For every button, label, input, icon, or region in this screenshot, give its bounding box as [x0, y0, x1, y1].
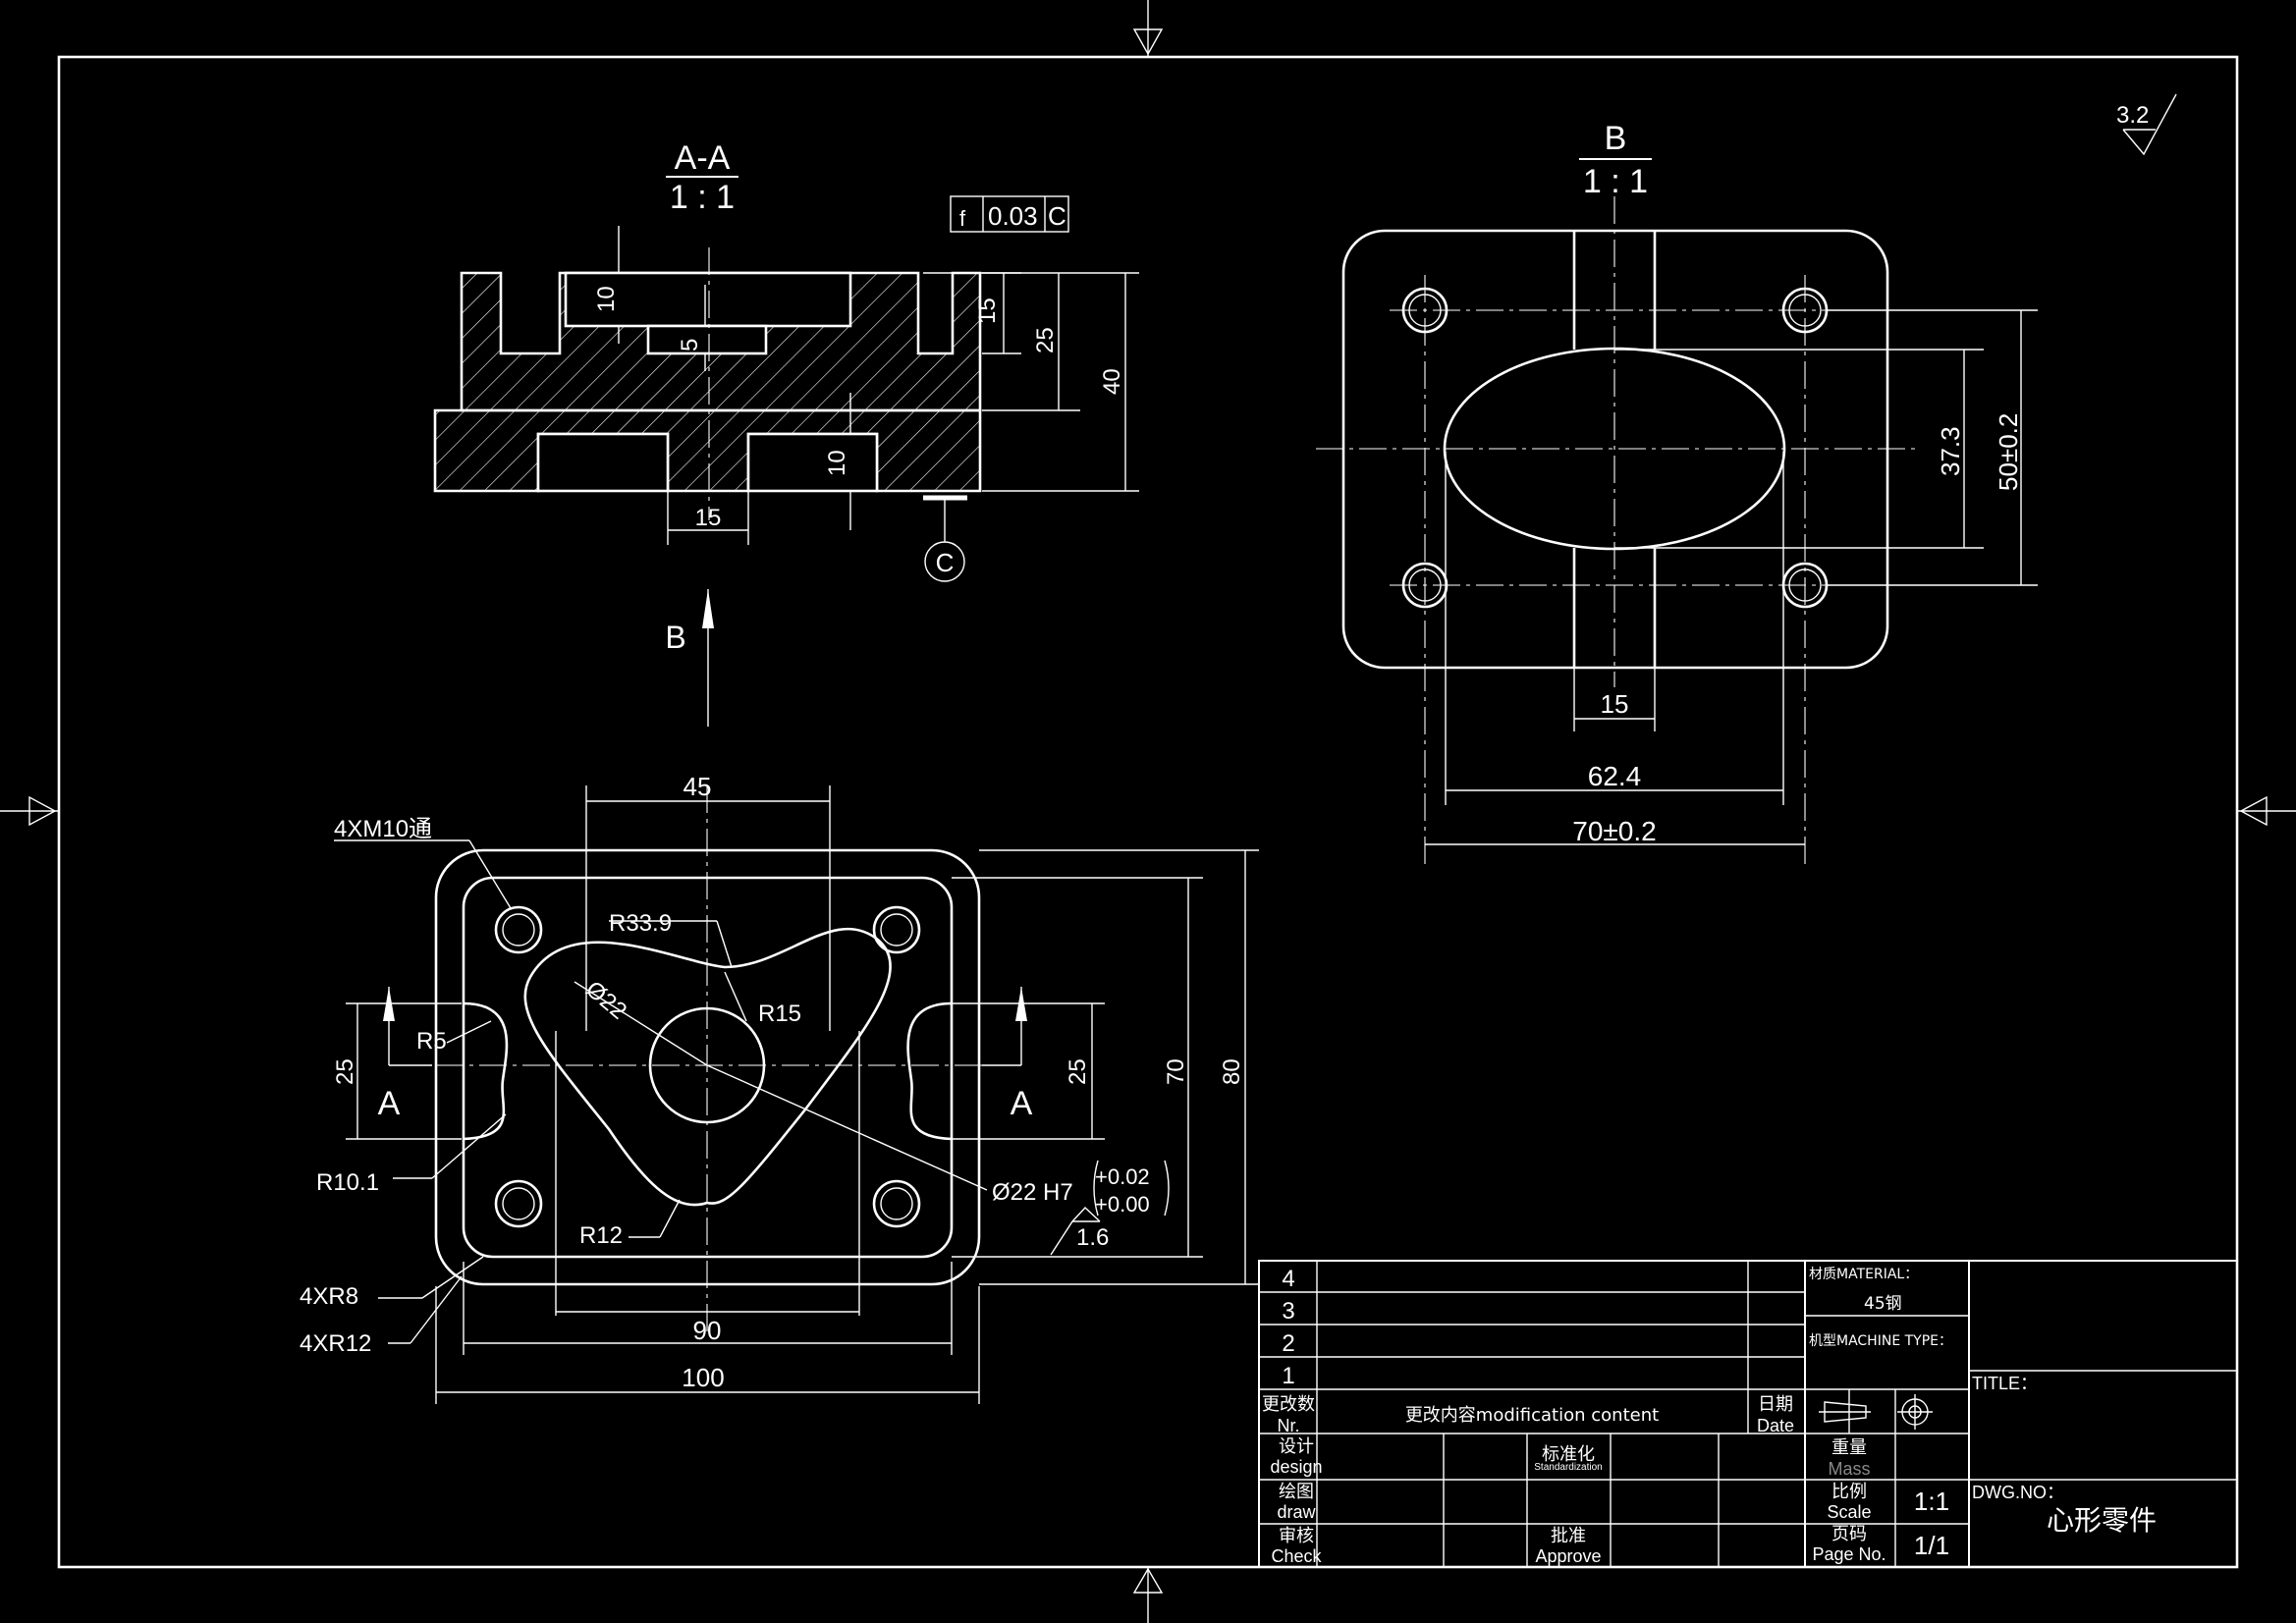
svg-text:日期: 日期: [1758, 1394, 1793, 1415]
dim-25-left: 25: [332, 1058, 358, 1085]
surface-roughness-general: 3.2: [2116, 93, 2177, 156]
dim-r15: R15: [758, 1001, 801, 1027]
svg-text:Mass: Mass: [1828, 1459, 1870, 1479]
svg-text:f: f: [959, 206, 966, 231]
dim-37-3: 37.3: [1936, 426, 1965, 476]
dim-45: 45: [683, 772, 712, 801]
dim-r8-corner: 4XR8: [300, 1283, 358, 1310]
plan-view: A A 45 4XM10通 R33.9 Ø22 R15 R5 25 25: [300, 772, 1259, 1404]
dim-tol-upper: +0.02: [1095, 1164, 1150, 1189]
svg-text:Standardization: Standardization: [1534, 1462, 1603, 1473]
projection-symbol: [1819, 1394, 1933, 1430]
view-b-title: B: [1605, 120, 1627, 157]
view-b-scale: 1 : 1: [1583, 163, 1648, 200]
svg-text:页码: 页码: [1831, 1524, 1867, 1544]
title-label: TITLE：: [1972, 1374, 2038, 1393]
dim-5: 5: [677, 339, 703, 352]
svg-text:4: 4: [1282, 1266, 1294, 1292]
section-view-a-a: A-A 1 : 1 f 0.03 C C 10: [433, 139, 1139, 582]
gdt-frame: f 0.03 C: [950, 195, 1069, 233]
svg-text:重量: 重量: [1831, 1437, 1867, 1458]
dim-10-bottom: 10: [824, 450, 850, 476]
dim-50: 50±0.2: [1994, 413, 2023, 491]
dim-25-right: 25: [1065, 1058, 1091, 1085]
bottom-view-b: B 1 : 1 37.3 50±0.2 15: [1316, 120, 2038, 864]
thread-note: 4XM10通: [334, 816, 432, 842]
dim-r5: R5: [416, 1028, 447, 1055]
revision-numbers: 4 3 2 1: [1282, 1266, 1294, 1389]
svg-text:标准化: 标准化: [1542, 1444, 1595, 1465]
svg-text:机型MACHINE TYPE：: 机型MACHINE TYPE：: [1809, 1333, 1952, 1349]
svg-text:Scale: Scale: [1827, 1502, 1871, 1522]
dim-15-view-b: 15: [1601, 689, 1629, 719]
section-title: A-A: [675, 139, 731, 177]
svg-text:B: B: [665, 620, 685, 655]
material-value: 45钢: [1864, 1294, 1902, 1314]
section-scale: 1 : 1: [670, 179, 735, 216]
svg-text:Check: Check: [1271, 1546, 1322, 1566]
roughness-bore: 1.6: [1076, 1224, 1109, 1251]
svg-text:2: 2: [1282, 1330, 1294, 1357]
dim-100: 100: [682, 1363, 724, 1392]
title-block: 4 3 2 1 更改数 Nr. 更改内容modification content…: [1258, 1260, 2238, 1568]
svg-text:审核: 审核: [1279, 1526, 1314, 1546]
dim-phi22: Ø22: [580, 976, 631, 1025]
dim-40: 40: [1099, 368, 1125, 395]
dim-25: 25: [1032, 327, 1059, 353]
svg-text:Approve: Approve: [1535, 1546, 1601, 1566]
dim-r12: R12: [579, 1222, 623, 1249]
view-arrow-b: B: [665, 589, 714, 727]
datum-c: C: [923, 495, 967, 582]
dim-tol-lower: +0.00: [1095, 1192, 1150, 1217]
page-value: 1/1: [1914, 1531, 1949, 1560]
svg-text:Date: Date: [1757, 1416, 1794, 1435]
section-label-a-left: A: [378, 1085, 401, 1122]
svg-text:材质MATERIAL：: 材质MATERIAL：: [1809, 1267, 1918, 1282]
svg-text:3: 3: [1282, 1298, 1294, 1325]
dim-bore-fit: Ø22 H7: [992, 1179, 1073, 1206]
part-name: 心形零件: [2047, 1504, 2157, 1537]
modification-content: 更改内容modification content: [1405, 1405, 1659, 1426]
dim-r12-corner: 4XR12: [300, 1330, 371, 1357]
dim-r10-1: R10.1: [316, 1169, 379, 1196]
svg-text:0.03: 0.03: [988, 201, 1038, 231]
svg-text:design: design: [1270, 1457, 1322, 1477]
dim-70-plan: 70: [1163, 1058, 1189, 1085]
plan-holes: [494, 905, 921, 1228]
svg-text:比例: 比例: [1831, 1482, 1867, 1502]
dim-15-bottom: 15: [695, 505, 722, 531]
dwg-label: DWG.NO：: [1972, 1483, 2064, 1502]
dim-15-right: 15: [974, 298, 1001, 324]
svg-text:Nr.: Nr.: [1277, 1416, 1299, 1435]
svg-text:Page No.: Page No.: [1812, 1544, 1886, 1564]
svg-text:1: 1: [1282, 1363, 1294, 1389]
svg-text:设计: 设计: [1279, 1436, 1314, 1457]
svg-text:C: C: [1048, 201, 1066, 231]
dim-90: 90: [693, 1316, 722, 1345]
roughness-value: 3.2: [2116, 102, 2149, 129]
dim-70: 70±0.2: [1572, 816, 1656, 846]
scale-value: 1:1: [1914, 1487, 1949, 1516]
svg-text:更改数: 更改数: [1262, 1394, 1315, 1415]
section-label-a-right: A: [1011, 1085, 1033, 1122]
svg-text:draw: draw: [1277, 1502, 1316, 1522]
section-flange: [433, 408, 982, 493]
svg-text:批准: 批准: [1551, 1526, 1586, 1546]
svg-text:C: C: [936, 548, 955, 577]
dim-80: 80: [1219, 1058, 1245, 1085]
dim-r33-9: R33.9: [609, 910, 672, 937]
svg-text:绘图: 绘图: [1279, 1482, 1314, 1502]
dim-62-4: 62.4: [1588, 761, 1642, 791]
dim-10-top: 10: [593, 286, 620, 312]
